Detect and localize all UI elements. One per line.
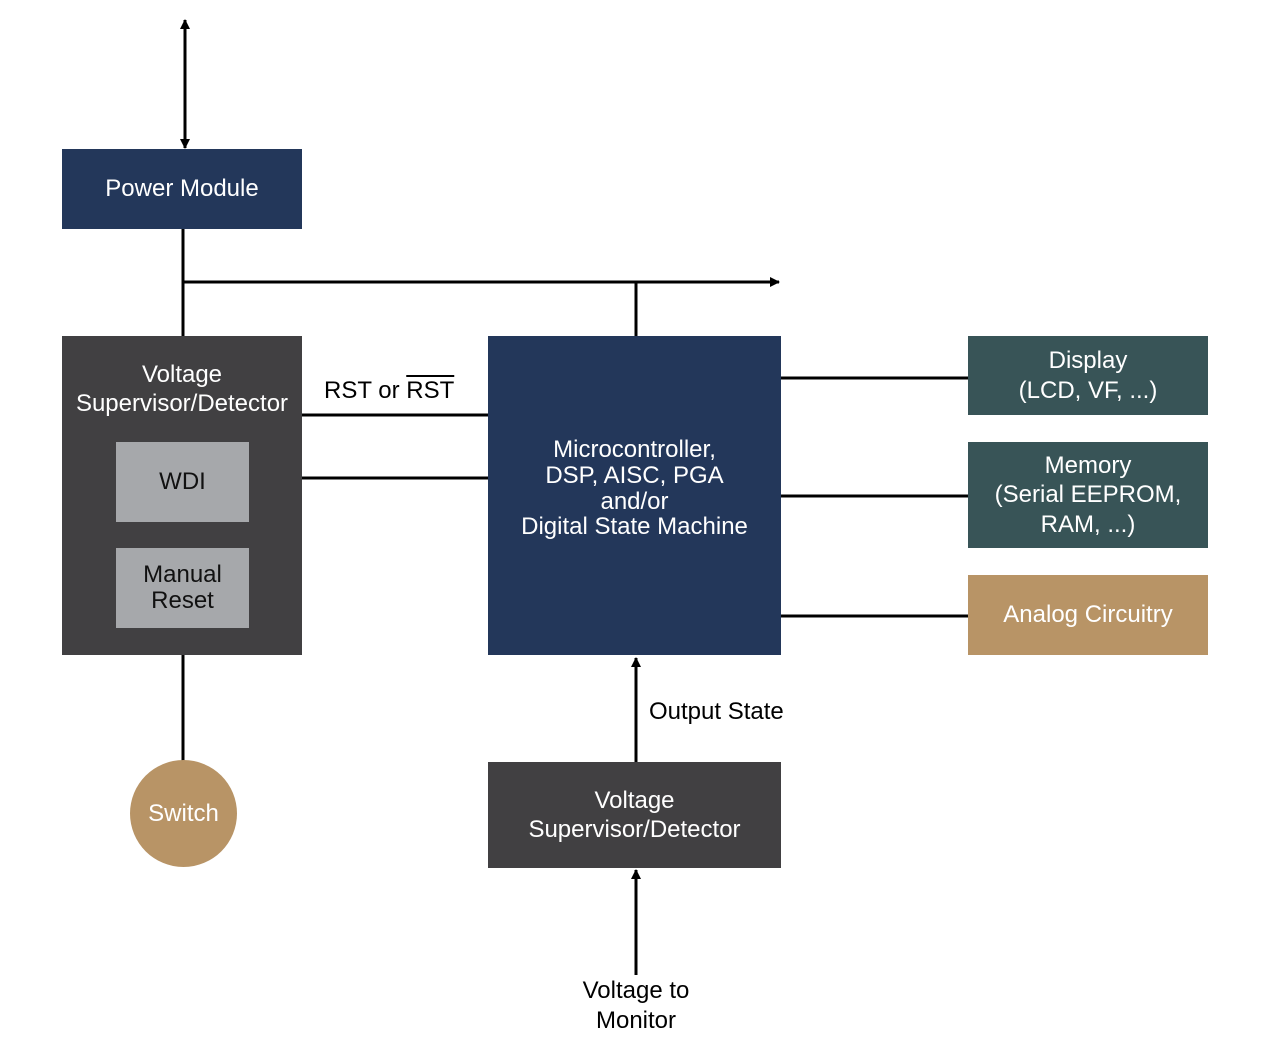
manual-reset-line-1: Manual [143,560,222,588]
rst-label: RST or RST [324,376,454,406]
voltage-supervisor-bottom-line-1: Voltage [594,786,675,814]
switch-label: Switch [148,799,219,827]
microcontroller-line-1: Microcontroller, [553,435,716,463]
analog-circuitry-label: Analog Circuitry [1003,601,1173,629]
microcontroller-block: Microcontroller, DSP, AISC, PGA and/or D… [488,336,781,655]
voltage-supervisor-left-line-2: Supervisor/Detector [75,390,289,418]
voltage-supervisor-bottom-line-2: Supervisor/Detector [528,816,741,843]
wdi-label: WDI [159,468,206,496]
power-module-label: Power Module [105,175,259,203]
display-block: Display (LCD, VF, ...) [968,336,1208,415]
microcontroller-line-3: and/or [600,487,669,515]
voltage-supervisor-left-line-1: Voltage [141,361,223,388]
memory-line-2: (Serial EEPROM, [994,481,1182,509]
voltage-to-monitor-label: Voltage to Monitor [556,976,716,1036]
switch-circle: Switch [130,760,237,867]
output-state-label: Output State [649,698,784,725]
rst-label-bar: RST [406,377,455,404]
analog-circuitry-block: Analog Circuitry [968,575,1208,655]
memory-block: Memory (Serial EEPROM, RAM, ...) [968,442,1208,548]
memory-line-1: Memory [1044,452,1132,480]
wdi-block: WDI [116,442,249,522]
voltage-to-monitor-line-1: Voltage to [582,977,690,1004]
display-line-2: (LCD, VF, ...) [1018,376,1158,404]
rst-label-prefix: RST or [324,377,407,404]
manual-reset-line-2: Reset [151,587,214,614]
microcontroller-line-2: DSP, AISC, PGA [545,461,724,489]
power-module-block: Power Module [62,149,302,229]
voltage-supervisor-bottom-block: Voltage Supervisor/Detector [488,762,781,868]
voltage-to-monitor-line-2: Monitor [595,1007,677,1034]
microcontroller-line-4: Digital State Machine [521,513,748,541]
display-line-1: Display [1048,347,1128,375]
memory-line-3: RAM, ...) [1040,510,1136,538]
manual-reset-block: Manual Reset [116,548,249,628]
